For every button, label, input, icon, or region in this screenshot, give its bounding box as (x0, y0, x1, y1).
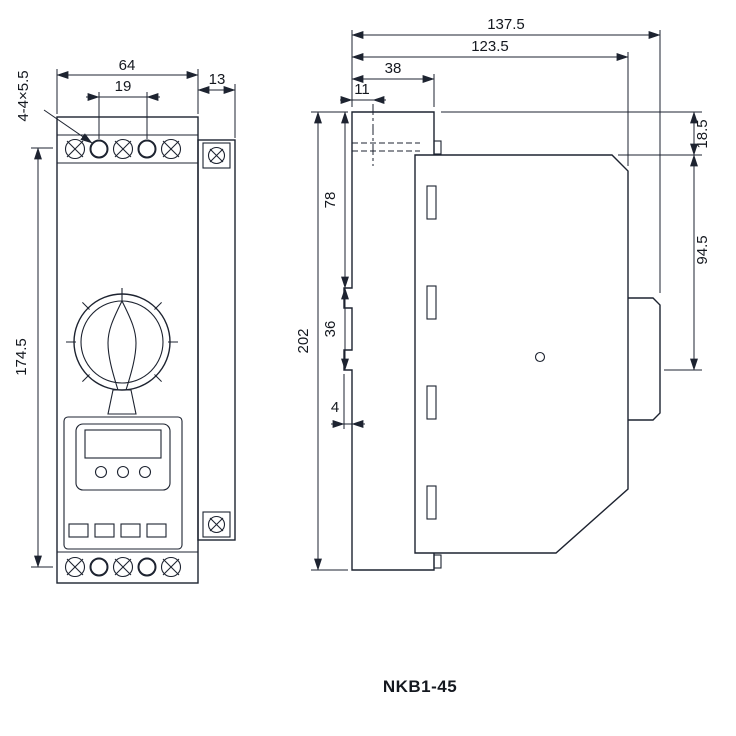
front-view: 64 19 13 4-4×5.5 174.5 (13, 57, 236, 584)
control-panel (63, 416, 183, 550)
front-view-dimensions: 64 19 13 4-4×5.5 174.5 (13, 57, 236, 568)
latch-tab-top (433, 140, 442, 155)
dim-top-clearance: 18.5 (694, 119, 711, 148)
dim-case-height: 94.5 (694, 235, 711, 264)
handle-housing-block (628, 297, 661, 421)
dim-body-width: 64 (119, 57, 136, 74)
display-window (84, 429, 162, 459)
mounting-hole (89, 139, 109, 159)
dim-overall-depth: 137.5 (487, 16, 525, 33)
dim-body-height: 174.5 (13, 338, 30, 376)
knob-inner-ring (80, 300, 164, 384)
front-body-outline (56, 116, 199, 584)
knob-handle-paddle (107, 389, 137, 415)
dim-case-depth: 123.5 (471, 38, 509, 55)
panel-face (75, 423, 171, 491)
knob-tick-marks (66, 302, 178, 382)
mounting-hole (137, 557, 157, 577)
model-caption: NKB1-45 (383, 677, 457, 696)
top-terminal-screws (64, 138, 182, 160)
hidden-screw-lines (352, 104, 420, 166)
latch-tab-bottom (433, 554, 442, 569)
dim-bracket-depth: 38 (385, 60, 402, 77)
side-view: 137.5 123.5 38 11 202 78 36 (295, 16, 711, 571)
dim-upper-section: 78 (322, 192, 339, 209)
panel-buttons (68, 523, 167, 538)
dim-hook-depth: 4 (331, 399, 339, 416)
side-attachment (197, 139, 236, 541)
dim-mounting-holes: 4-4×5.5 (15, 70, 32, 121)
indicator-leds (94, 465, 152, 479)
vent-slots (426, 185, 437, 520)
side-view-dimensions: 137.5 123.5 38 11 202 78 36 (295, 16, 711, 571)
knob-handle (107, 299, 137, 391)
case-hole (534, 351, 546, 363)
mounting-hole (137, 139, 157, 159)
mounting-hole (89, 557, 109, 577)
dim-overall-height: 202 (295, 328, 312, 353)
dim-hole-spacing: 19 (115, 78, 132, 95)
rotary-knob (66, 288, 178, 415)
bottom-terminal-screws (64, 556, 182, 578)
dim-attachment-width: 13 (209, 71, 226, 88)
enclosure-profile (352, 104, 661, 554)
back-plate (343, 111, 442, 571)
dim-rail-slot: 36 (322, 321, 339, 338)
dim-screw-offset: 11 (354, 81, 370, 98)
